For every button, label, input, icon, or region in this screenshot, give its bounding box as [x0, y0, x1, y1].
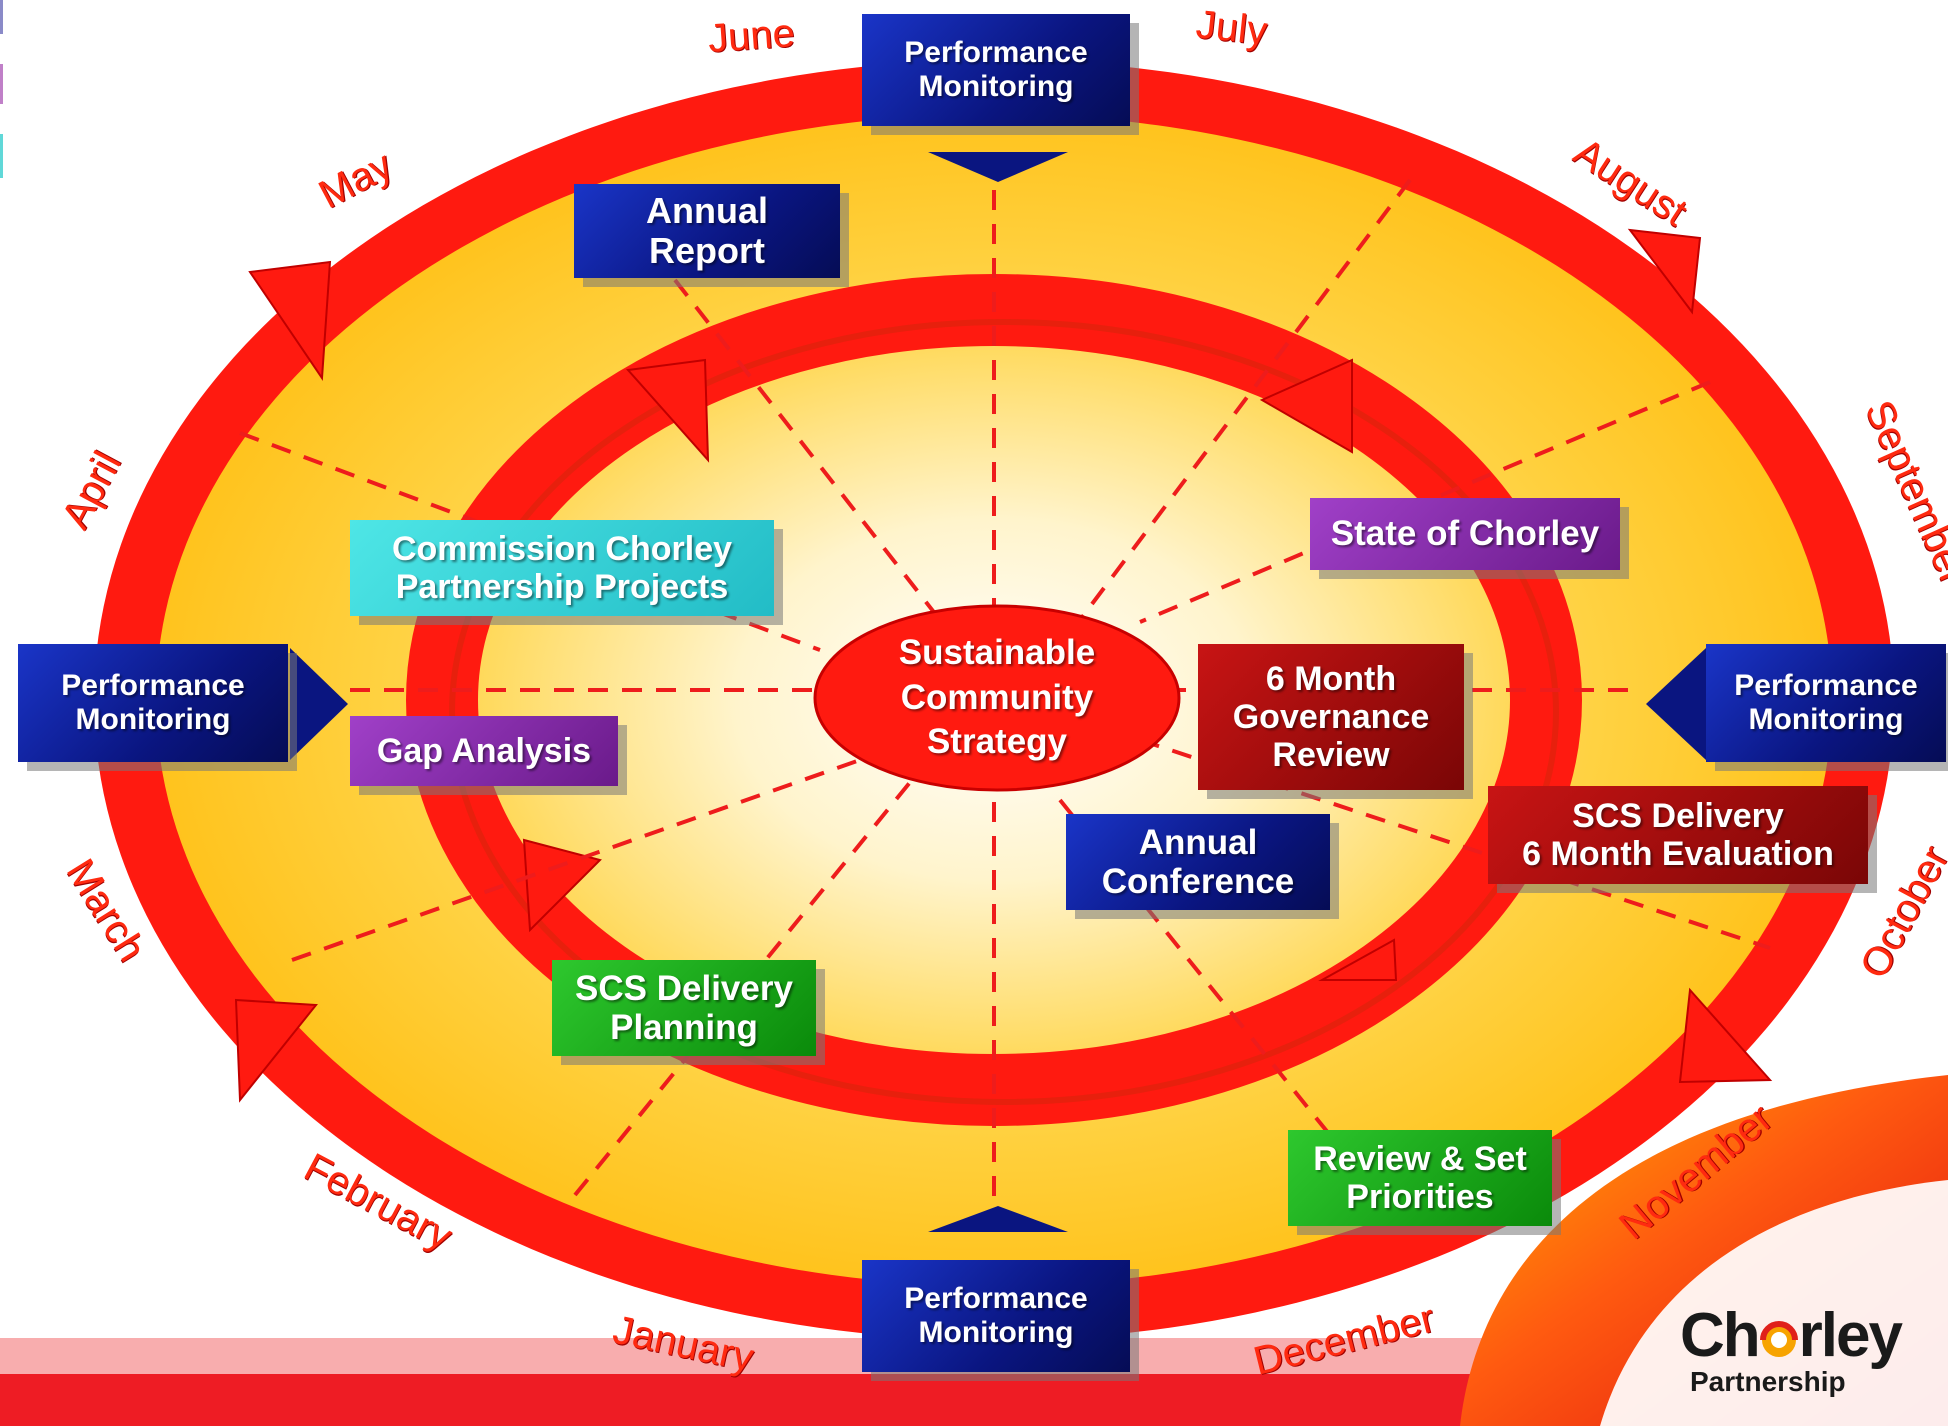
pm-bottom-arrow	[928, 1206, 1068, 1232]
center-ellipse-outline	[813, 604, 1181, 792]
pm-top-arrow	[928, 152, 1068, 182]
logo-subtitle: Partnership	[1690, 1366, 1846, 1397]
performance-monitoring-left: Performance Monitoring	[18, 644, 288, 762]
inner-arrowhead-lower-left	[522, 838, 602, 933]
inner-arrowhead-upper-left	[625, 358, 710, 463]
outer-arrowhead-february	[234, 998, 318, 1103]
gap-analysis-box: Gap Analysis	[350, 716, 618, 786]
review-set-priorities-box: Review & Set Priorities	[1288, 1130, 1552, 1226]
state-of-chorley-box: State of Chorley	[1310, 498, 1620, 570]
inner-ring-shadow	[449, 319, 1559, 1105]
center-strategy-label: Sustainable Community Strategy	[816, 622, 1178, 774]
performance-monitoring-bottom: Performance Monitoring	[862, 1260, 1130, 1372]
center-strategy-text: Sustainable Community Strategy	[898, 632, 1096, 762]
scs-delivery-planning-box: SCS Delivery Planning	[552, 960, 816, 1056]
logo-o-icon	[1759, 1321, 1798, 1357]
pm-left-arrow	[290, 648, 348, 760]
commission-projects-box: Commission Chorley Partnership Projects	[350, 520, 774, 616]
month-july: July	[1193, 2, 1270, 54]
pm-right-arrow	[1646, 648, 1706, 760]
governance-review-box: 6 Month Governance Review	[1198, 644, 1464, 790]
scs-evaluation-box: SCS Delivery 6 Month Evaluation	[1488, 786, 1868, 884]
inner-arrowhead-upper-right	[1259, 358, 1353, 454]
month-june: June	[706, 11, 797, 61]
edge-mark-1	[0, 0, 3, 34]
inner-arrowhead-lower-right	[1318, 938, 1398, 981]
edge-mark-3	[0, 134, 3, 178]
performance-monitoring-top: Performance Monitoring	[862, 14, 1130, 126]
corner-swoosh-inner	[1600, 1180, 1948, 1426]
annual-report-box: Annual Report	[574, 184, 840, 278]
performance-monitoring-right: Performance Monitoring	[1706, 644, 1946, 762]
outer-arrowhead-may	[248, 260, 332, 381]
outer-arrowhead-october	[1678, 987, 1773, 1084]
annual-conference-box: Annual Conference	[1066, 814, 1330, 910]
edge-mark-2	[0, 64, 3, 104]
center-ellipse	[815, 606, 1179, 790]
outer-arrowhead-august	[1627, 228, 1702, 315]
